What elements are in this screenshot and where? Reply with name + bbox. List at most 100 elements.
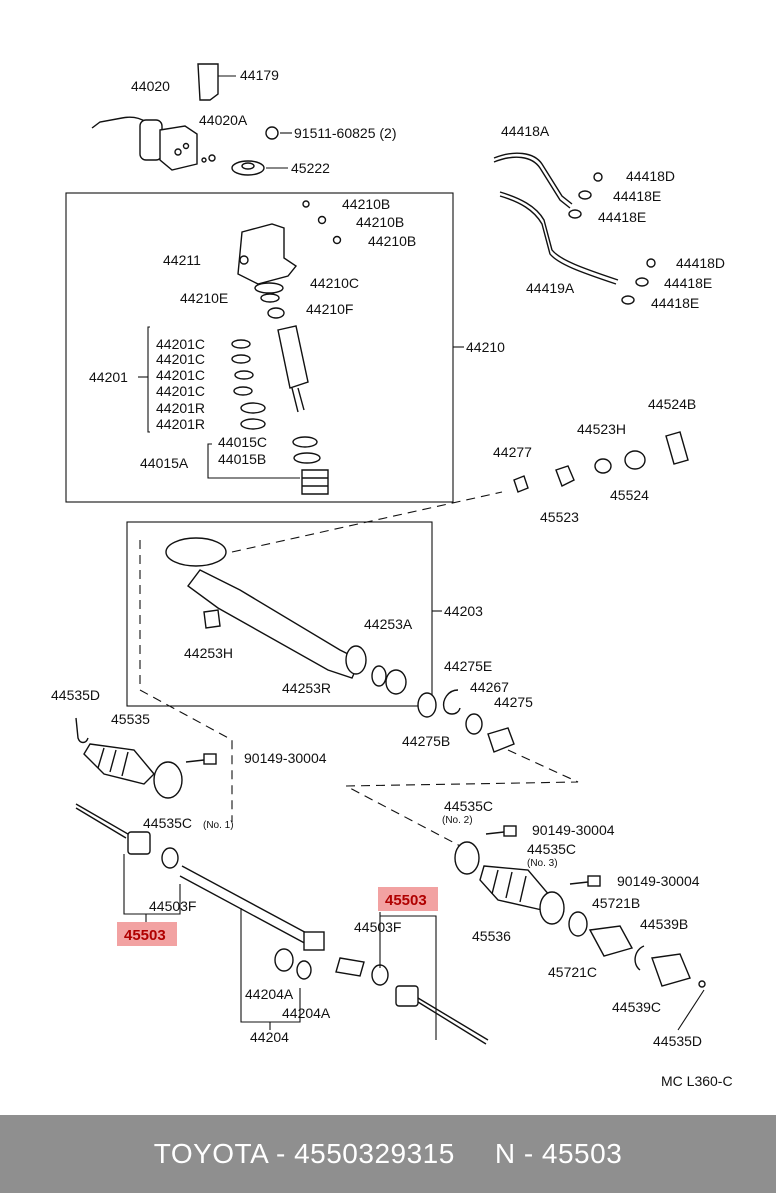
label-44201C-2: 44201C <box>156 351 205 367</box>
label-44539B: 44539B <box>640 916 688 932</box>
label-44275E: 44275E <box>444 658 492 674</box>
footer-reference: N - 45503 <box>494 1138 623 1169</box>
label-44210: 44210 <box>466 339 505 355</box>
valve-housing-44211 <box>237 223 298 285</box>
label-44201R-1: 44201R <box>156 400 205 416</box>
label-44503F-1: 44503F <box>149 898 196 914</box>
seal-rings-44201 <box>231 339 266 430</box>
label-45503-1: 45503 <box>124 927 166 944</box>
label-45721C: 45721C <box>548 964 597 980</box>
label-45535: 45535 <box>111 711 150 727</box>
label-44211: 44211 <box>163 252 201 268</box>
label-44179: 44179 <box>240 67 279 83</box>
label-44535D-1: 44535D <box>51 687 100 703</box>
label-45503-2: 45503 <box>385 892 427 909</box>
bolt-90149-1 <box>185 753 217 765</box>
washer-44204A-1 <box>274 948 294 972</box>
label-44419A: 44419A <box>526 280 575 296</box>
label-44201R-2: 44201R <box>156 416 205 432</box>
label-44267: 44267 <box>470 679 509 695</box>
nut-45222 <box>231 160 288 176</box>
ring-44539C <box>634 945 645 971</box>
bush-45721B <box>588 925 634 957</box>
label-45536: 45536 <box>472 928 511 944</box>
pipe-44419A <box>499 191 656 305</box>
label-44418D-2: 44418D <box>676 255 725 271</box>
seal-44253A <box>385 669 407 695</box>
label-44523H: 44523H <box>577 421 626 437</box>
label-44204A-1: 44204A <box>245 986 294 1002</box>
seal-44015C <box>292 436 318 448</box>
label-45523: 45523 <box>540 509 579 525</box>
bolt-90149-2 <box>485 825 517 837</box>
label-44253A: 44253A <box>364 616 413 632</box>
label-44020: 44020 <box>131 78 170 94</box>
snap-ring-44275E <box>442 689 461 715</box>
spring-44523H <box>594 458 612 474</box>
label-44210B-3: 44210B <box>368 233 416 249</box>
label-44204A-2: 44204A <box>282 1005 331 1021</box>
diagram-code: MC L360-C <box>661 1073 733 1089</box>
label-44539C: 44539C <box>612 999 661 1015</box>
boot-45536 <box>479 865 551 911</box>
label-44210C: 44210C <box>310 275 359 291</box>
tie-rod-end-right <box>395 985 489 1045</box>
ring-44253R <box>371 665 387 687</box>
bolt-91511 <box>265 126 292 140</box>
label-44418E-3: 44418E <box>664 275 712 291</box>
plug-44275 <box>487 727 515 753</box>
ring-45721C <box>568 911 588 937</box>
label-90149-30004-3: 90149-30004 <box>617 873 700 889</box>
label-44201C-1: 44201C <box>156 336 205 352</box>
label-44418A: 44418A <box>501 123 550 139</box>
label-44503F-2: 44503F <box>354 919 401 935</box>
label-44535C-2-no: (No. 2) <box>442 815 473 826</box>
oring-44210C <box>254 282 284 294</box>
pipe-44418A <box>493 152 603 219</box>
parts-diagram: 44020 44179 44020A 91511-60825 (2) 45222… <box>51 63 733 1089</box>
label-44535C-1: 44535C <box>143 815 192 831</box>
label-44277: 44277 <box>493 444 532 460</box>
valve-spool-44201 <box>277 325 309 413</box>
label-90149-30004-2: 90149-30004 <box>532 822 615 838</box>
group-box-44203 <box>126 521 433 707</box>
label-44418E-1: 44418E <box>613 188 661 204</box>
label-44275B: 44275B <box>402 733 450 749</box>
label-44418D-1: 44418D <box>626 168 675 184</box>
cap-45524 <box>624 450 646 470</box>
label-44204: 44204 <box>250 1029 289 1045</box>
footer-brand-part-number: TOYOTA - 4550329315 <box>153 1138 455 1169</box>
label-44535C-2: 44535C <box>444 798 493 814</box>
label-44253R: 44253R <box>282 680 331 696</box>
mount-44539B <box>651 953 706 988</box>
rack-bar <box>179 865 365 977</box>
label-44418E-4: 44418E <box>651 295 699 311</box>
label-44210B-2: 44210B <box>356 214 404 230</box>
bracket-44524B <box>665 431 689 465</box>
rack-housing <box>165 537 367 679</box>
tie-rod-end-left <box>75 803 151 855</box>
label-45721B: 45721B <box>592 895 640 911</box>
label-44015B: 44015B <box>218 451 266 467</box>
cap-44275B <box>417 692 437 718</box>
label-44418E-2: 44418E <box>598 209 646 225</box>
label-44201: 44201 <box>89 369 128 385</box>
bolt-90149-3 <box>569 875 601 887</box>
nut-44503F-1 <box>161 847 179 869</box>
label-44210B-1: 44210B <box>342 196 390 212</box>
clamp-44535C-no1 <box>153 761 183 799</box>
label-45524: 45524 <box>610 487 649 503</box>
label-91511-60825: 91511-60825 (2) <box>294 125 396 141</box>
highlight-45503-2 <box>378 887 438 911</box>
label-44253H: 44253H <box>184 645 233 661</box>
clamp-44535C-no3 <box>539 891 565 925</box>
clip-44535D <box>75 717 89 744</box>
label-44210E: 44210E <box>180 290 228 306</box>
guide-44277 <box>513 475 529 493</box>
bolt-44020A <box>201 154 216 163</box>
washer-44204A-2 <box>296 960 312 980</box>
label-44015A: 44015A <box>140 455 189 471</box>
label-44210F: 44210F <box>306 301 353 317</box>
label-44201C-3: 44201C <box>156 367 205 383</box>
